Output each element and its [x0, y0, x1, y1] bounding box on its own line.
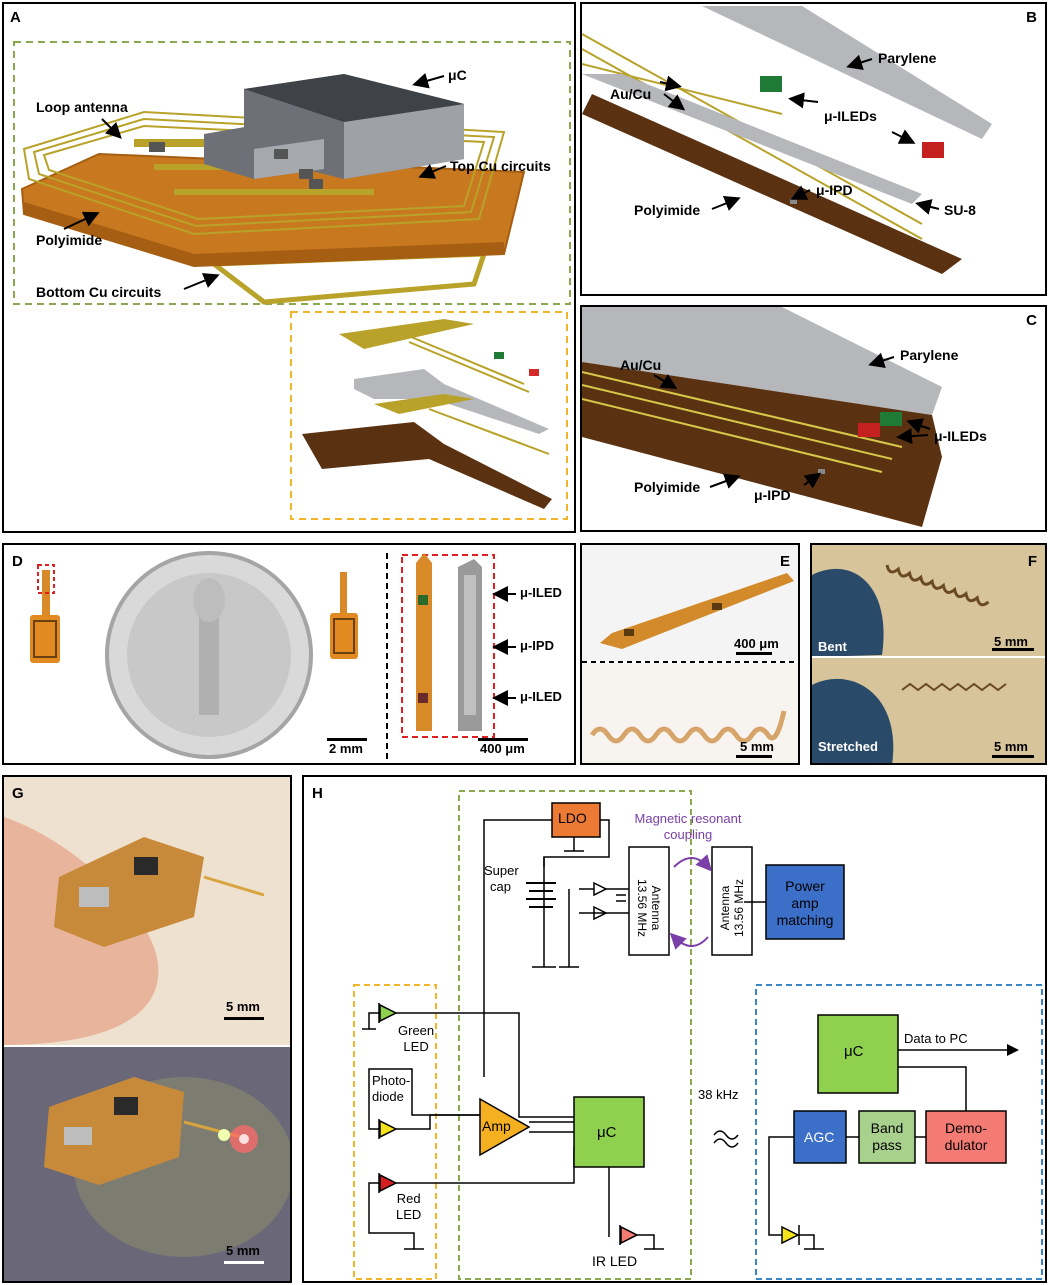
callout-u-iled-bottom: μ-ILED	[520, 689, 562, 704]
scale-bar-label: 2 mm	[329, 741, 363, 756]
panel-label: G	[12, 785, 24, 802]
photodiode-label: Photo-diode	[372, 1073, 411, 1104]
callout-u-iled-top: μ-ILED	[520, 585, 562, 600]
callout-u-iled: μ-ILEDs	[934, 428, 987, 444]
panel-f: F Bent Stretched 5 mm 5 mm	[810, 543, 1047, 765]
callout-loop-antenna: Loop antenna	[36, 99, 128, 115]
callout-u-ipd: μ-IPD	[816, 182, 853, 198]
panel-label: H	[312, 785, 323, 802]
frequency-label: 38 kHz	[698, 1087, 739, 1102]
state-label-bent: Bent	[818, 639, 847, 654]
panel-f-photo	[812, 545, 1045, 763]
scale-bar-label: 400 μm	[480, 741, 525, 756]
callout-polyimide: Polyimide	[634, 479, 701, 495]
callout-polyimide: Polyimide	[634, 202, 701, 218]
panel-h: H	[302, 775, 1047, 1283]
scale-bar-label: 5 mm	[994, 739, 1028, 754]
callout-u-iled: μ-ILEDs	[824, 108, 877, 124]
panel-b: B Parylene Au/Cu μ-ILEDs μ-IPD Polyimide…	[580, 2, 1047, 296]
panel-label: F	[1027, 553, 1037, 570]
scale-bar-label: 5 mm	[226, 1243, 260, 1258]
amp-label: Amp	[482, 1118, 511, 1134]
panel-a-illustration	[13, 41, 571, 520]
panel-e: E 400 μm 5 mm	[580, 543, 800, 765]
callout-bottom-cu: Bottom Cu circuits	[36, 284, 162, 300]
panel-e-photo	[582, 545, 798, 763]
panel-b-illustration	[582, 6, 992, 274]
scale-bar-label: 5 mm	[226, 999, 260, 1014]
callout-parylene: Parylene	[900, 347, 959, 363]
callout-u-ipd: μ-IPD	[754, 487, 791, 503]
state-label-stretched: Stretched	[818, 739, 878, 754]
callout-su8: SU-8	[944, 202, 976, 218]
panel-g-photo	[4, 777, 290, 1281]
panel-label: A	[10, 9, 21, 26]
ir-led-label: IR LED	[592, 1253, 638, 1269]
callout-top-cu: Top Cu circuits	[450, 158, 551, 174]
panel-label: B	[1026, 9, 1037, 26]
panel-d-photo	[30, 551, 528, 759]
panel-d: D μ-ILED μ-IPD μ-ILED 2 mm 400 μm	[2, 543, 576, 765]
data-to-pc-label: Data to PC	[904, 1031, 968, 1046]
callout-u-ipd: μ-IPD	[520, 638, 554, 653]
callout-au-cu: Au/Cu	[620, 357, 662, 373]
panel-c-illustration	[582, 307, 942, 527]
panel-a-callouts	[63, 73, 447, 290]
callout-parylene: Parylene	[878, 50, 937, 66]
scale-bar-label: 5 mm	[740, 739, 774, 754]
panel-c: C Parylene Au/Cu μ-ILEDs Polyimide μ-IPD	[580, 305, 1047, 532]
panel-label: C	[1026, 312, 1037, 329]
panel-label: D	[12, 553, 23, 570]
scale-bar-label: 400 μm	[734, 636, 779, 651]
panel-a: A	[2, 2, 576, 533]
panel-g: G 5 mm 5 mm	[2, 775, 292, 1283]
agc-label: AGC	[804, 1129, 835, 1145]
ldo-label: LDO	[558, 810, 587, 826]
uc-label: μC	[597, 1124, 617, 1141]
scale-bar-label: 5 mm	[994, 634, 1028, 649]
receiver-uc-label: μC	[844, 1043, 864, 1060]
callout-uc: μC	[448, 67, 467, 83]
demodulator-label: Demo-dulator	[944, 1120, 988, 1153]
callout-polyimide: Polyimide	[36, 232, 103, 248]
panel-label: E	[779, 553, 790, 570]
callout-au-cu: Au/Cu	[610, 86, 652, 102]
panel-h-circuit	[353, 790, 1043, 1280]
